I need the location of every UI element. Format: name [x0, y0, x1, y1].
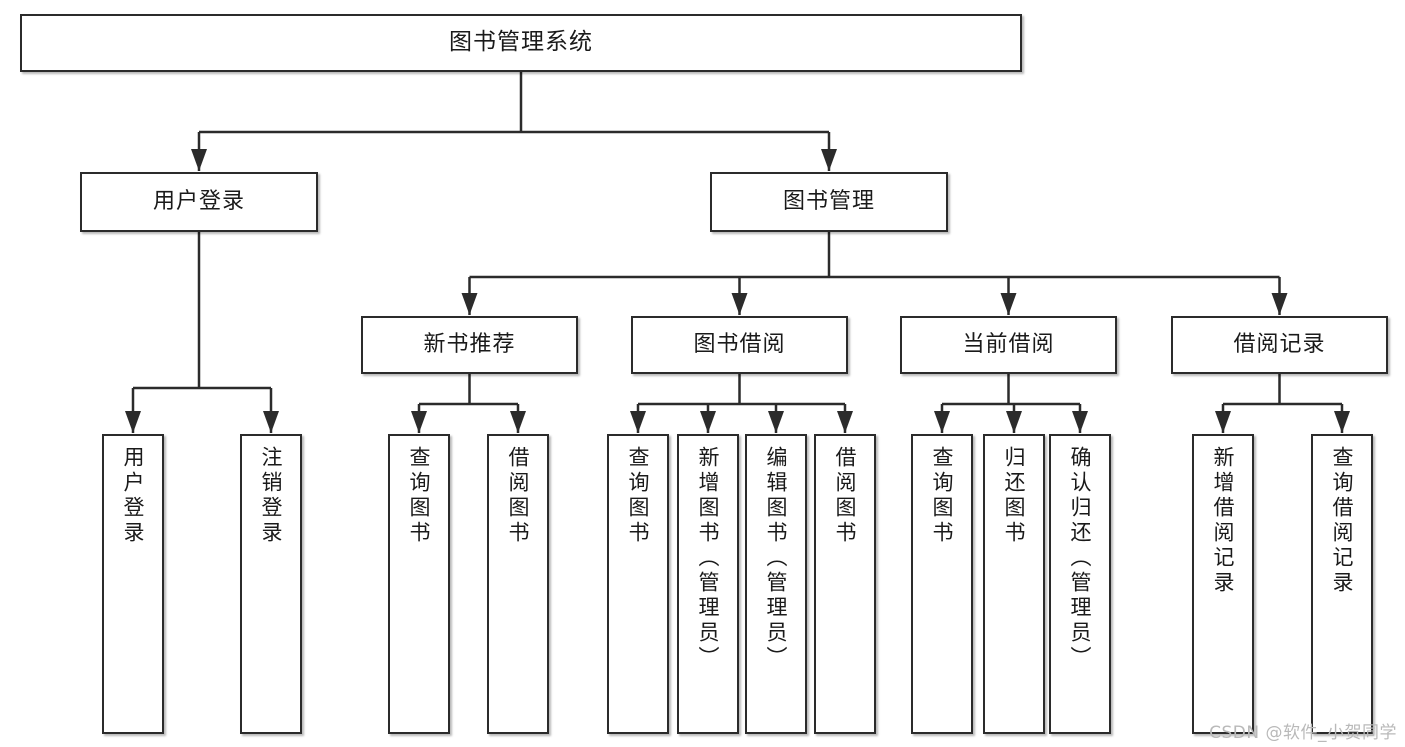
- node-new-book-recommend[interactable]: 新书推荐: [361, 316, 578, 374]
- leaf-logout-label: 注销登录: [259, 446, 284, 546]
- leaf-borrow-book-label: 借阅图书: [833, 446, 858, 546]
- leaf-logout[interactable]: 注销登录: [240, 434, 302, 734]
- leaf-query-borrow-record-label: 查询借阅记录: [1330, 446, 1355, 596]
- leaf-edit-book-admin[interactable]: 编辑图书（管理员）: [745, 434, 807, 734]
- leaf-user-login[interactable]: 用户登录: [102, 434, 164, 734]
- leaf-query-book-borrow[interactable]: 查询图书: [607, 434, 669, 734]
- node-book-management-label: 图书管理: [782, 189, 875, 215]
- leaf-return-book-label: 归还图书: [1002, 446, 1027, 546]
- leaf-query-book-borrow-label: 查询图书: [626, 446, 651, 546]
- leaf-add-book-admin-label: 新增图书（管理员）: [696, 446, 721, 671]
- leaf-borrow-book-recommend[interactable]: 借阅图书: [487, 434, 549, 734]
- leaf-add-borrow-record[interactable]: 新增借阅记录: [1192, 434, 1254, 734]
- leaf-query-book-current-label: 查询图书: [930, 446, 955, 546]
- node-borrow-record[interactable]: 借阅记录: [1171, 316, 1388, 374]
- leaf-user-login-label: 用户登录: [121, 446, 146, 546]
- node-user-login[interactable]: 用户登录: [80, 172, 318, 232]
- watermark: CSDN @软件_小贺同学: [1209, 723, 1397, 743]
- node-borrow-record-label: 借阅记录: [1233, 332, 1326, 358]
- node-current-borrow-label: 当前借阅: [962, 332, 1055, 358]
- node-current-borrow[interactable]: 当前借阅: [900, 316, 1117, 374]
- leaf-borrow-book[interactable]: 借阅图书: [814, 434, 876, 734]
- leaf-add-book-admin[interactable]: 新增图书（管理员）: [677, 434, 739, 734]
- node-user-login-label: 用户登录: [152, 189, 245, 215]
- node-book-borrow[interactable]: 图书借阅: [631, 316, 848, 374]
- node-book-management[interactable]: 图书管理: [710, 172, 948, 232]
- leaf-confirm-return-admin[interactable]: 确认归还（管理员）: [1049, 434, 1111, 734]
- leaf-add-borrow-record-label: 新增借阅记录: [1211, 446, 1236, 596]
- node-new-book-recommend-label: 新书推荐: [423, 332, 516, 358]
- leaf-confirm-return-admin-label: 确认归还（管理员）: [1068, 446, 1093, 671]
- node-root-label: 图书管理系统: [449, 29, 593, 56]
- node-book-borrow-label: 图书借阅: [693, 332, 786, 358]
- leaf-edit-book-admin-label: 编辑图书（管理员）: [764, 446, 789, 671]
- leaf-borrow-book-recommend-label: 借阅图书: [506, 446, 531, 546]
- leaf-query-book-recommend[interactable]: 查询图书: [388, 434, 450, 734]
- node-root[interactable]: 图书管理系统: [20, 14, 1022, 72]
- leaf-query-borrow-record[interactable]: 查询借阅记录: [1311, 434, 1373, 734]
- leaf-return-book[interactable]: 归还图书: [983, 434, 1045, 734]
- leaf-query-book-recommend-label: 查询图书: [407, 446, 432, 546]
- leaf-query-book-current[interactable]: 查询图书: [911, 434, 973, 734]
